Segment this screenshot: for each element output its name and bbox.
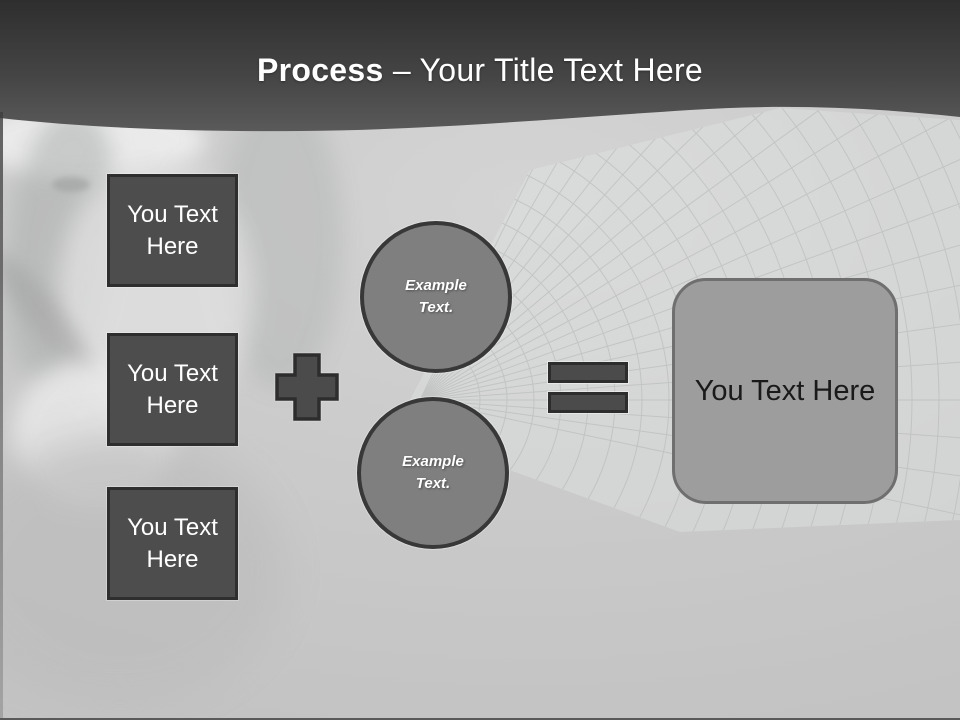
equals-icon bbox=[548, 362, 628, 413]
title-rest: – Your Title Text Here bbox=[392, 52, 704, 88]
example-circle-2[interactable]: Example Text. bbox=[357, 397, 509, 549]
equals-bottom-bar bbox=[548, 392, 628, 413]
slide-left-edge bbox=[0, 112, 3, 720]
photo-eye bbox=[52, 177, 90, 192]
example-circle-2-label: Example Text. bbox=[402, 453, 464, 492]
plus-icon-shape bbox=[275, 353, 339, 421]
result-box-label: You Text Here bbox=[694, 374, 876, 407]
example-circle-1[interactable]: Example Text. bbox=[360, 221, 512, 373]
photo-hair-strand bbox=[0, 243, 108, 391]
step-box-2-label: You Text Here bbox=[127, 359, 218, 419]
step-box-3-label: You Text Here bbox=[127, 513, 218, 573]
result-box[interactable]: You Text Here bbox=[672, 278, 898, 504]
step-box-3[interactable]: You Text Here bbox=[107, 487, 238, 600]
step-box-1-label: You Text Here bbox=[127, 200, 218, 260]
example-circle-1-label: Example Text. bbox=[405, 277, 467, 316]
step-box-1[interactable]: You Text Here bbox=[107, 174, 238, 287]
equals-top-bar bbox=[548, 362, 628, 383]
plus-icon bbox=[275, 353, 339, 421]
title-emphasis: Process bbox=[256, 52, 384, 88]
step-box-2[interactable]: You Text Here bbox=[107, 333, 238, 446]
slide-title[interactable]: Process – Your Title Text Here bbox=[0, 52, 960, 89]
